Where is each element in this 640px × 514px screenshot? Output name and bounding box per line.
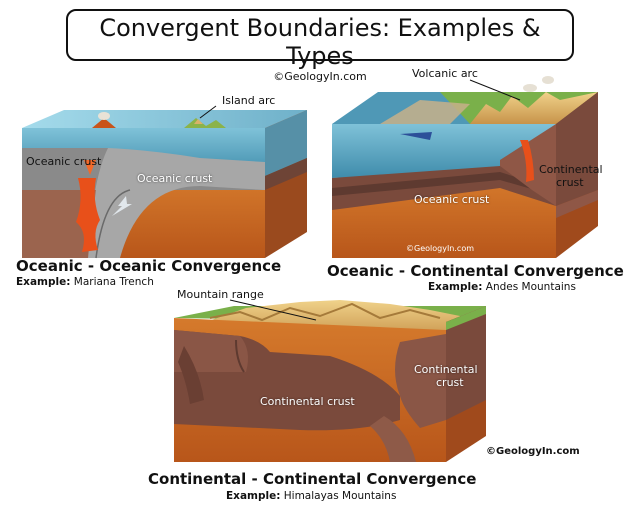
label-continental-crust-left: Continental crust: [260, 395, 355, 408]
oo-slab: [88, 148, 265, 258]
watermark-credit: ©GeologyIn.com: [406, 244, 475, 253]
example-continental-continental: Example: Himalayas Mountains: [226, 490, 397, 502]
example-oceanic-oceanic: Example: Mariana Trench: [16, 276, 154, 288]
title-credit: ©GeologyIn.com: [273, 70, 367, 83]
oo-magma: [76, 178, 100, 252]
label-oceanic-crust-left: Oceanic crust: [26, 155, 102, 168]
title-box: Convergent Boundaries: Examples & Types …: [66, 9, 574, 83]
label-island-arc: Island arc: [222, 94, 276, 107]
caption-continental-continental: Continental - Continental Convergence: [148, 470, 477, 488]
label-continental-crust-right-line2: crust: [436, 376, 464, 389]
page-title: Convergent Boundaries: Examples & Types: [99, 14, 541, 70]
oo-volcano: [92, 118, 116, 128]
label-volcanic-arc: Volcanic arc: [412, 67, 478, 80]
example-oceanic-continental: Example: Andes Mountains: [428, 281, 576, 293]
oceanic-oceanic-diagram: [22, 105, 307, 259]
oo-water-surface: [22, 110, 307, 128]
label-continental-crust-line2: crust: [556, 176, 584, 189]
caption-oceanic-continental: Oceanic - Continental Convergence: [327, 262, 624, 280]
oceanic-continental-diagram: [332, 76, 598, 258]
label-oceanic-crust-right: Oceanic crust: [137, 172, 213, 185]
label-continental-crust-line1: Continental: [539, 163, 603, 176]
caption-oceanic-oceanic: Oceanic - Oceanic Convergence: [16, 257, 282, 275]
cc-crust-right: [395, 334, 446, 428]
oo-island-arc: [184, 118, 226, 128]
label-oceanic-crust: Oceanic crust: [414, 193, 490, 206]
label-mountain-range: Mountain range: [177, 288, 264, 301]
oc-volcanic-mountains: [470, 92, 598, 124]
label-continental-crust-right-line1: Continental: [414, 363, 478, 376]
image-credit: ©GeologyIn.com: [486, 446, 580, 457]
continental-continental-diagram: [174, 299, 486, 462]
cc-slab: [370, 416, 416, 462]
